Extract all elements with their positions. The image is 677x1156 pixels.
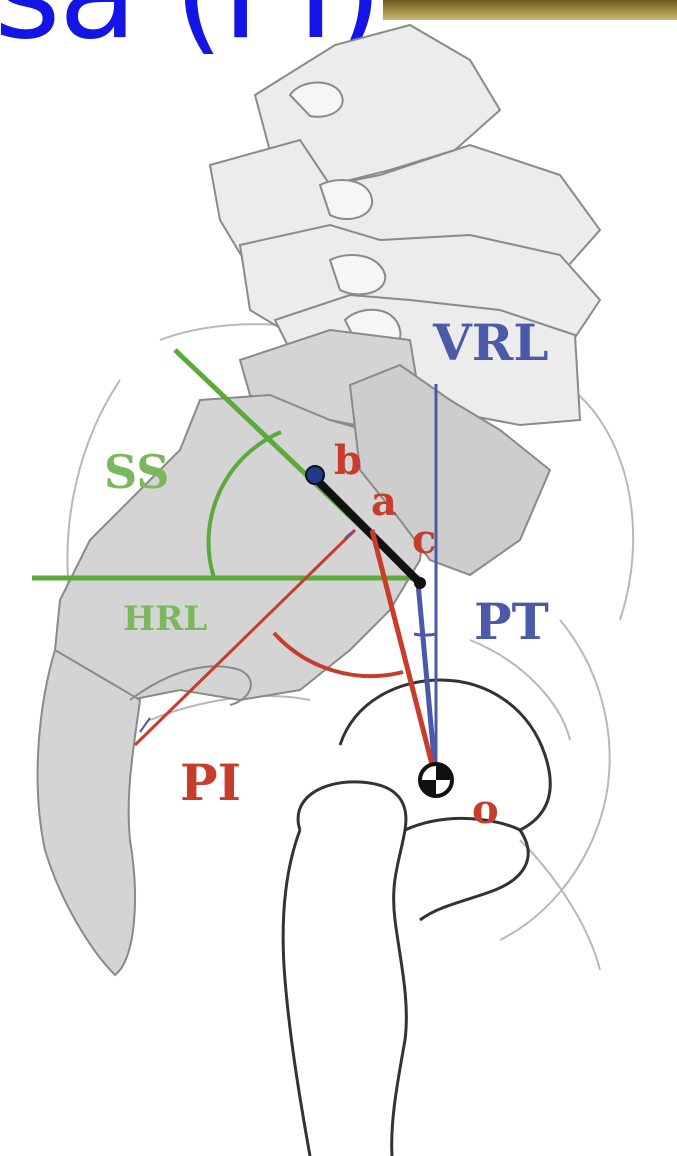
label-hrl: HRL: [123, 599, 207, 639]
femur: [283, 680, 550, 1156]
label-b: b: [334, 437, 362, 484]
label-ss: SS: [104, 445, 169, 499]
label-vrl: VRL: [432, 313, 549, 372]
label-a: a: [371, 478, 397, 525]
label-o: o: [472, 786, 499, 833]
label-pi: PI: [180, 753, 241, 812]
label-c: c: [412, 516, 436, 563]
label-pt: PT: [474, 592, 549, 651]
